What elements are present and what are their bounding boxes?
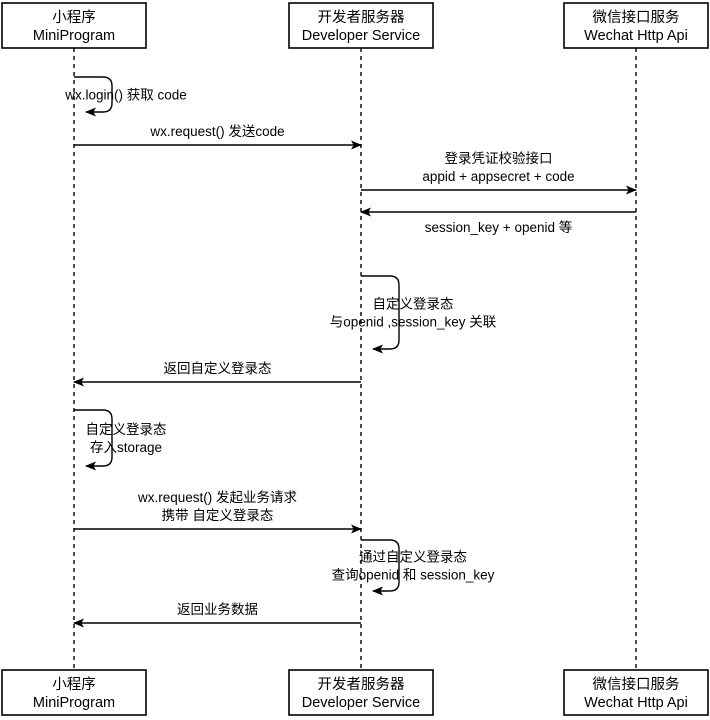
message-label-line: 与openid ,session_key 关联 [330, 315, 497, 330]
self-message-loop [361, 539, 400, 596]
participant-box-frame [288, 2, 434, 49]
participant-label-cn: 开发者服务器 [318, 9, 405, 26]
participant-box-developer-service-bottom: 开发者服务器 Developer Service [288, 669, 434, 716]
message-return-custom-login-state: 返回自定义登录态 [73, 361, 361, 387]
participant-label-en: Wechat Http Api [584, 695, 688, 711]
participant-box-frame [1, 2, 147, 49]
participant-box-frame [288, 669, 434, 716]
message-label-line: 登录凭证校验接口 [445, 150, 553, 166]
participant-label-en: Wechat Http Api [584, 28, 688, 44]
message-label-line: 查询openid 和 session_key [332, 568, 495, 583]
participant-box-wechat-http-api-top: 微信接口服务 Wechat Http Api [563, 2, 709, 49]
participant-box-miniprogram-bottom: 小程序 MiniProgram [1, 669, 147, 716]
message-label-line: 通过自定义登录态 [359, 550, 467, 565]
participant-label-cn: 微信接口服务 [593, 676, 680, 693]
participant-box-frame [563, 669, 709, 716]
message-label-line: wx.request() 发起业务请求 [137, 490, 298, 505]
participant-label-cn: 小程序 [52, 676, 96, 693]
message-label-line: session_key + openid 等 [425, 219, 572, 235]
participant-box-miniprogram-top: 小程序 MiniProgram [1, 2, 147, 49]
message-login-credential-verify: 登录凭证校验接口 appid + appsecret + code [361, 150, 637, 195]
message-label-line: 自定义登录态 [86, 422, 167, 437]
message-label-line: appid + appsecret + code [422, 169, 574, 184]
message-label-line: 存入storage [90, 440, 162, 455]
messages-layer: wx.login() 获取 code wx.request() 发送code 登录凭… [64, 76, 637, 628]
participant-box-wechat-http-api-bottom: 微信接口服务 Wechat Http Api [563, 669, 709, 716]
top-participant-boxes: 小程序 MiniProgram 开发者服务器 Developer Service 微信接… [1, 2, 709, 49]
message-label-line: 返回自定义登录态 [164, 361, 272, 376]
participant-label-en: MiniProgram [33, 695, 115, 711]
participant-box-developer-service-top: 开发者服务器 Developer Service [288, 2, 434, 49]
participant-label-cn: 微信接口服务 [593, 9, 680, 26]
participant-box-frame [1, 669, 147, 716]
message-label-line: 携带 自定义登录态 [162, 508, 274, 523]
message-label-line: wx.login() 获取 code [64, 88, 187, 103]
self-message-loop [74, 76, 113, 117]
message-label-line: 返回业务数据 [177, 602, 258, 617]
participant-label-cn: 小程序 [52, 9, 96, 26]
self-message-loop [74, 409, 113, 471]
participant-label-en: MiniProgram [33, 28, 115, 44]
bottom-participant-boxes: 小程序 MiniProgram 开发者服务器 Developer Service 微信接… [1, 669, 709, 716]
participant-label-cn: 开发者服务器 [318, 676, 405, 693]
message-return-business-data: 返回业务数据 [73, 602, 361, 628]
self-message-loop [361, 275, 400, 354]
message-label-line: wx.request() 发送code [149, 124, 284, 139]
participant-label-en: Developer Service [302, 28, 420, 44]
message-wx-request-send-code: wx.request() 发送code [74, 124, 362, 150]
participant-label-en: Developer Service [302, 695, 420, 711]
message-label-line: 自定义登录态 [373, 297, 454, 312]
message-session-key-openid: session_key + openid 等 [360, 207, 636, 235]
message-wx-login-get-code: wx.login() 获取 code [64, 76, 187, 117]
